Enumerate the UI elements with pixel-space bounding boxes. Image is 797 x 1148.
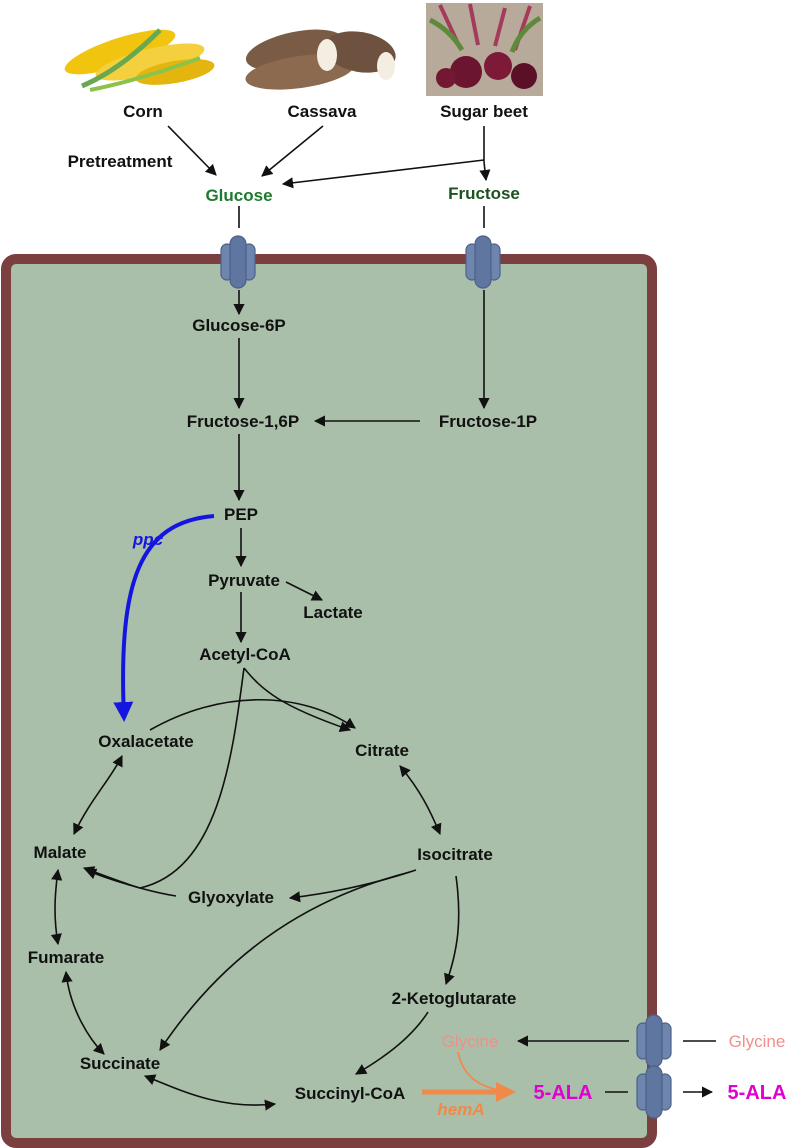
ppc-arrow: [113, 514, 215, 722]
oxalacetate-label: Oxalacetate: [98, 732, 193, 751]
pyruvate-label: Pyruvate: [208, 571, 280, 590]
pep-label: PEP: [224, 505, 258, 524]
isocitrate-label: Isocitrate: [417, 845, 493, 864]
glyoxylate-label: Glyoxylate: [188, 888, 274, 907]
transporter-icon: [636, 1014, 672, 1068]
glycine-inside-label: Glycine: [442, 1032, 499, 1051]
ppc-enzyme-label: ppc: [132, 530, 164, 549]
fructose-16p-label: Fructose-1,6P: [187, 412, 299, 431]
fructose-1p-label: Fructose-1P: [439, 412, 537, 431]
succinyl-coa-label: Succinyl-CoA: [295, 1084, 406, 1103]
hemA-enzyme-label: hemA: [437, 1100, 484, 1119]
transporter-icon: [465, 235, 501, 289]
transporter-icon: [220, 235, 256, 289]
glucose-label: Glucose: [205, 186, 272, 205]
cell-membrane: [1, 254, 657, 1148]
glucose-6p-label: Glucose-6P: [192, 316, 286, 335]
ketoglutarate-label: 2-Ketoglutarate: [392, 989, 517, 1008]
ala-outside-label: 5-ALA: [728, 1082, 787, 1104]
transporter-icon: [636, 1065, 672, 1119]
fumarate-label: Fumarate: [28, 948, 105, 967]
ala-inside-label: 5-ALA: [534, 1082, 593, 1104]
fructose-label: Fructose: [448, 184, 520, 203]
pretreatment-label: Pretreatment: [68, 152, 173, 171]
sugar-beet-icon: [426, 3, 543, 96]
malate-label: Malate: [34, 843, 87, 862]
corn-label: Corn: [123, 102, 163, 121]
citrate-label: Citrate: [355, 741, 409, 760]
glycine-outside-label: Glycine: [729, 1032, 786, 1051]
cassava-icon: [240, 14, 398, 94]
cassava-label: Cassava: [287, 102, 357, 121]
acetyl-coa-label: Acetyl-CoA: [199, 645, 291, 664]
succinate-label: Succinate: [80, 1054, 160, 1073]
sugar-beet-label: Sugar beet: [440, 102, 528, 121]
corn-icon: [64, 4, 216, 94]
lactate-label: Lactate: [303, 603, 363, 622]
